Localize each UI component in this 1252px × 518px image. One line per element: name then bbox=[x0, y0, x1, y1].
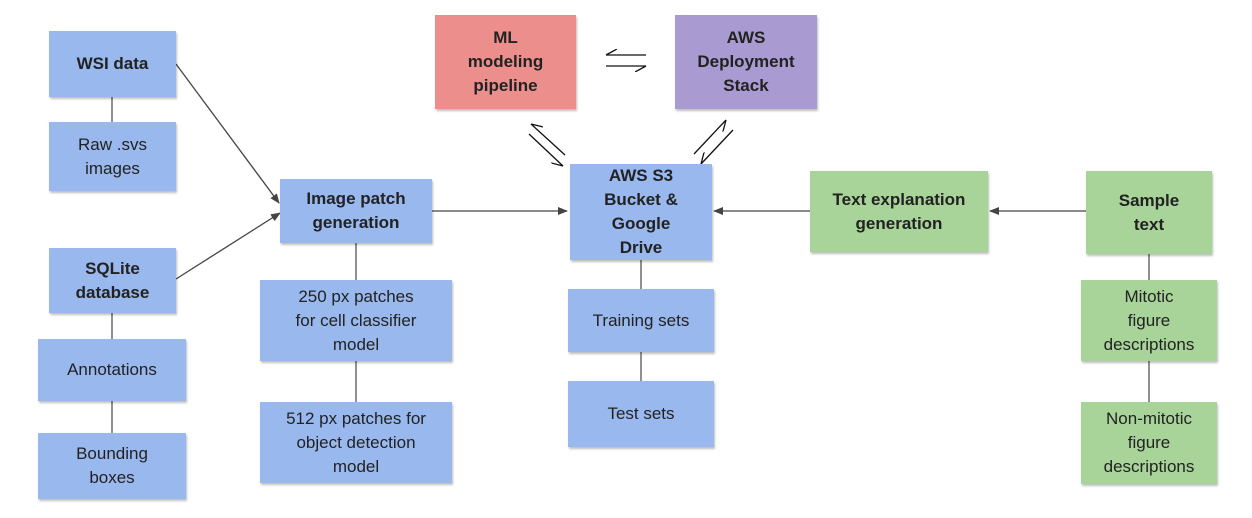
harpoon-ml-s3 bbox=[528, 124, 566, 166]
node-sqlite-database: SQLite database bbox=[49, 248, 176, 313]
harpoon-ml-aws bbox=[606, 55, 646, 66]
node-bounding-boxes: Bounding boxes bbox=[38, 433, 186, 499]
node-aws-s3-google-drive: AWS S3 Bucket & Google Drive bbox=[570, 164, 712, 260]
node-non-mitotic-figure-descriptions: Non-mitotic figure descriptions bbox=[1081, 402, 1217, 484]
node-ml-modeling-pipeline: ML modeling pipeline bbox=[435, 15, 576, 109]
node-sample-text: Sample text bbox=[1086, 171, 1212, 254]
node-text-explanation-generation: Text explanation generation bbox=[810, 171, 988, 252]
node-mitotic-figure-descriptions: Mitotic figure descriptions bbox=[1081, 280, 1217, 361]
node-image-patch-generation: Image patch generation bbox=[280, 179, 432, 243]
node-raw-svs-images: Raw .svs images bbox=[49, 122, 176, 191]
node-wsi-data: WSI data bbox=[49, 31, 176, 97]
node-aws-deployment-stack: AWS Deployment Stack bbox=[675, 15, 817, 109]
node-test-sets: Test sets bbox=[568, 381, 714, 447]
node-250px-patches: 250 px patches for cell classifier model bbox=[260, 280, 452, 361]
arrow-sqlite-to-patchgen bbox=[175, 212, 281, 280]
harpoon-aws-s3 bbox=[693, 119, 734, 165]
node-annotations: Annotations bbox=[38, 339, 186, 401]
node-512px-patches: 512 px patches for object detection mode… bbox=[260, 402, 452, 483]
arrow-wsi-to-patchgen bbox=[175, 63, 280, 204]
node-training-sets: Training sets bbox=[568, 289, 714, 352]
